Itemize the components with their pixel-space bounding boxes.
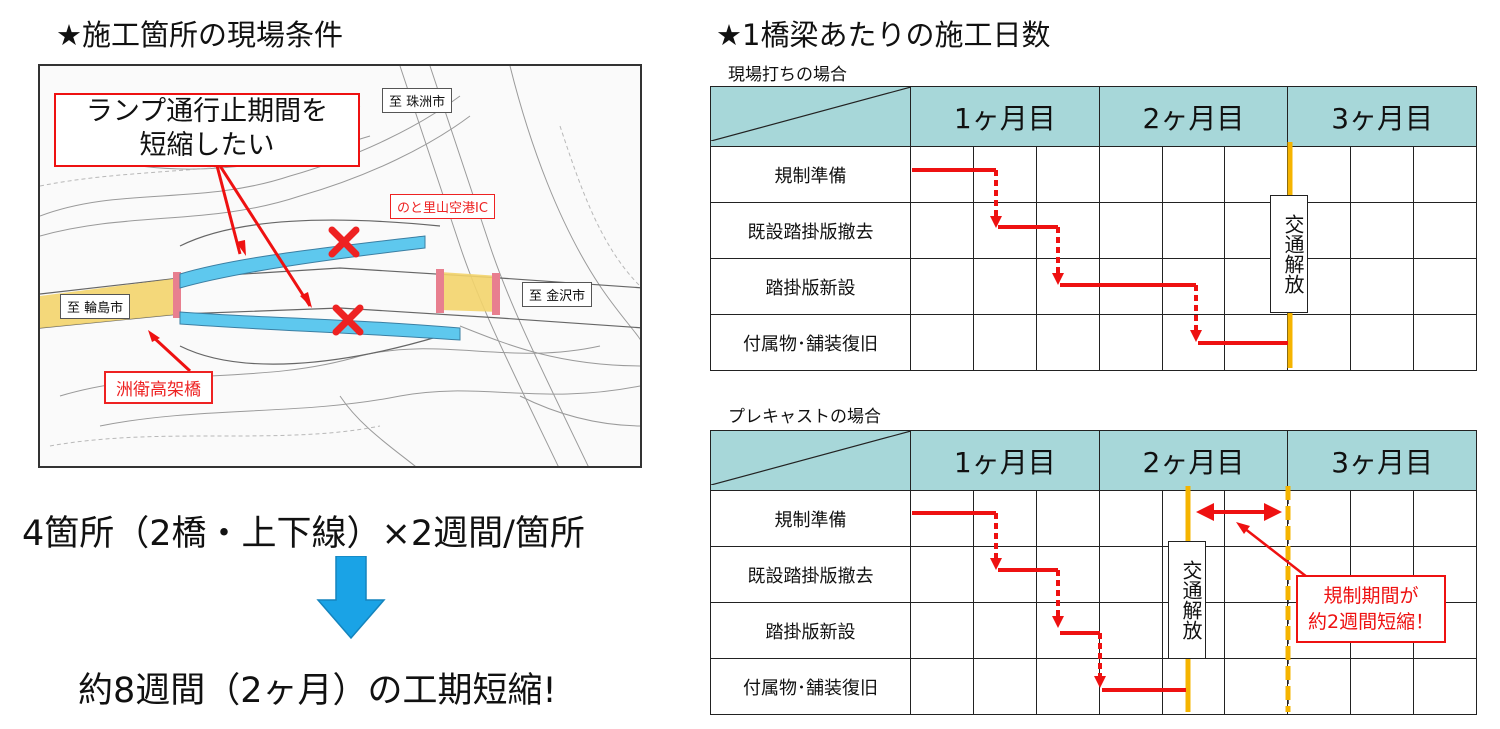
chart2-month-3: 3ヶ月目: [1287, 430, 1477, 491]
chart1-month-1: 1ヶ月目: [910, 86, 1100, 147]
label-to-kanazawa: 至 金沢市: [522, 282, 593, 307]
callout-pointer-2: [213, 157, 312, 307]
ramp-callout: ランプ通行止期間を 短縮したい: [54, 93, 360, 167]
left-heading: ★施工箇所の現場条件: [56, 18, 343, 52]
chart2-title: プレキャストの場合: [728, 407, 881, 427]
callout-pointer-1: [213, 157, 242, 255]
approach-slab-east-2: [492, 273, 500, 315]
chart2-open-label: 交通解放: [1168, 541, 1206, 659]
shortening-note-line1: 規制期間が: [1323, 585, 1419, 607]
summary-line: 4箇所（2橋・上下線）×2週間/箇所: [22, 514, 585, 554]
result-line: 約8週間（2ヶ月）の工期短縮!: [78, 671, 557, 711]
down-arrow-icon: [316, 556, 386, 640]
ramp-south: [179, 311, 461, 341]
label-noto-airport-ic: のと里山空港IC: [390, 194, 495, 219]
label-to-wajima: 至 輪島市: [60, 294, 131, 319]
ramp-callout-line2: 短縮したい: [139, 130, 275, 161]
right-heading: ★1橋梁あたりの施工日数: [716, 18, 1051, 52]
chart2-month-1: 1ヶ月目: [910, 430, 1100, 491]
chart1-task-3: 踏掛版新設: [710, 258, 911, 315]
chart2-month-2: 2ヶ月目: [1098, 430, 1289, 491]
ramp-north: [179, 235, 426, 289]
chart2-task-2: 既設踏掛版撤去: [710, 546, 911, 603]
chart2-task-4: 付属物･舗装復旧: [710, 658, 911, 715]
chart1-diagonal: [710, 86, 912, 142]
closure-mark-north: [328, 226, 360, 258]
chart1-title: 現場打ちの場合: [728, 65, 847, 85]
closure-mark-south: [332, 304, 364, 336]
ramp-callout-line1: ランプ通行止期間を: [85, 96, 329, 127]
shortening-note: 規制期間が 約2週間短縮！: [1296, 575, 1447, 643]
site-map: ランプ通行止期間を 短縮したい 至 珠洲市 のと里山空港IC 至 輪島市 至 金…: [38, 64, 642, 468]
chart1-month-3: 3ヶ月目: [1287, 86, 1477, 147]
approach-slab-west: [173, 272, 181, 318]
chart2-task-1: 規制準備: [710, 490, 911, 547]
bridge-name-label: 洲衛高架橋: [104, 371, 213, 404]
chart2-diagonal: [710, 430, 912, 486]
chart2-corner-cell: [710, 430, 912, 491]
bridge-pointer: [150, 334, 192, 373]
label-to-suzu: 至 珠洲市: [382, 88, 453, 113]
chart1-task-1: 規制準備: [710, 146, 911, 203]
chart2-task-3: 踏掛版新設: [710, 602, 911, 659]
chart1-table: 1ヶ月目 2ヶ月目 3ヶ月目 規制準備 既設踏掛版撤去 踏掛版新設 付属物･舗装…: [710, 86, 1477, 371]
chart1-task-4: 付属物･舗装復旧: [710, 314, 911, 371]
bridge-section-east: [440, 272, 500, 312]
chart1-open-label: 交通解放: [1270, 195, 1308, 313]
approach-slab-east-1: [436, 269, 444, 313]
chart2-table: 1ヶ月目 2ヶ月目 3ヶ月目 規制準備 既設踏掛版撤去 踏掛版新設 付属物･舗装…: [710, 430, 1477, 715]
shortening-note-line2: 約2週間短縮！: [1308, 611, 1435, 633]
chart1-task-2: 既設踏掛版撤去: [710, 202, 911, 259]
chart1-corner-cell: [710, 86, 912, 147]
chart1-month-2: 2ヶ月目: [1098, 86, 1289, 147]
